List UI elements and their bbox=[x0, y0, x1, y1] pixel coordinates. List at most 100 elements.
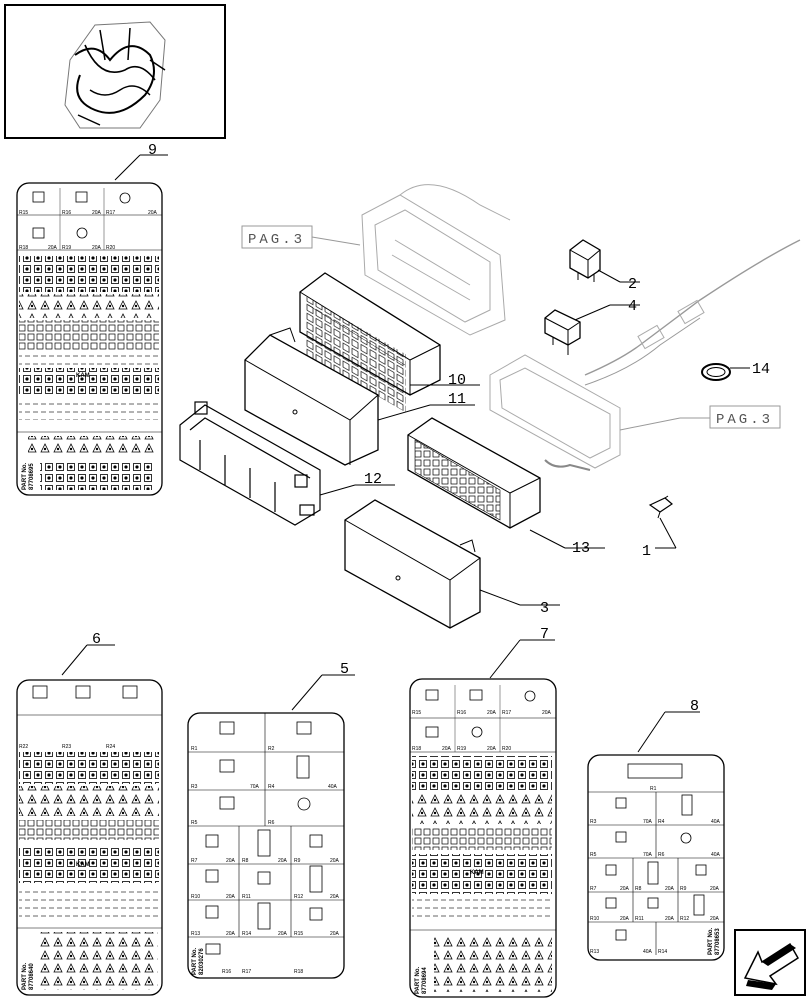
decal8-r10: R10 bbox=[590, 916, 599, 922]
decal5-r8-amp: 20A bbox=[278, 858, 288, 864]
decal8-r12: R12 bbox=[680, 916, 689, 922]
decal9-r20: R20 bbox=[106, 245, 115, 251]
decal8-r5: R5 bbox=[590, 852, 597, 858]
relay-2 bbox=[569, 239, 601, 282]
callout-14-label: 14 bbox=[752, 361, 770, 378]
decal5-r7: R7 bbox=[191, 858, 198, 864]
callout-1-label: 1 bbox=[642, 543, 651, 560]
decal9-part-label: PART No. bbox=[22, 462, 28, 490]
decal5-r3-amp: 70A bbox=[250, 784, 260, 790]
callout-4-label: 4 bbox=[628, 298, 637, 315]
decal5-part-label: PART No. bbox=[192, 947, 198, 975]
callout-14: 14 bbox=[730, 361, 770, 378]
decal7-r18: R18 bbox=[412, 746, 421, 752]
decal7-r15: R15 bbox=[412, 710, 421, 716]
callout-3-label: 3 bbox=[540, 600, 549, 617]
bracket-frame-12 bbox=[179, 401, 321, 526]
decal8-r3-amp: 70A bbox=[643, 819, 653, 825]
decal8-r6-amp: 40A bbox=[711, 852, 721, 858]
callout-6-label: 6 bbox=[92, 631, 101, 648]
decal7-a2: 20A bbox=[542, 710, 552, 716]
fuse-cover-3 bbox=[344, 499, 481, 629]
decal5-r10-amp: 20A bbox=[226, 894, 236, 900]
decal7-a4: 20A bbox=[487, 746, 497, 752]
decal9-a2: 20A bbox=[148, 210, 158, 216]
decal5-r9: R9 bbox=[294, 858, 301, 864]
decal7-a1: 20A bbox=[487, 710, 497, 716]
callout-9-label: 9 bbox=[148, 142, 157, 159]
decal8-r5-amp: 70A bbox=[643, 852, 653, 858]
decal8-r11: R11 bbox=[635, 916, 644, 922]
callout-11: 11 bbox=[377, 391, 475, 421]
decal5-r6: R6 bbox=[268, 820, 275, 826]
decal9-r16: R16 bbox=[62, 210, 71, 216]
decal8-r8: R8 bbox=[635, 886, 642, 892]
reference-housing-right bbox=[489, 239, 801, 471]
decal6-kam: KAM bbox=[76, 862, 90, 868]
fuse-decal-5: R1 R2 R3 70A R4 40A R5 R6 R7 20A R8 20A … bbox=[187, 712, 345, 979]
callout-8-label: 8 bbox=[690, 698, 699, 715]
decal5-r11: R11 bbox=[242, 894, 251, 900]
reference-housing-top bbox=[361, 184, 511, 336]
decal8-r13: R13 bbox=[590, 949, 599, 955]
decal5-r15-amp: 20A bbox=[330, 931, 340, 937]
decal8-r13-amp: 40A bbox=[643, 949, 653, 955]
decal5-r18: R18 bbox=[294, 969, 303, 975]
decal9-r17: R17 bbox=[106, 210, 115, 216]
decal5-r13-amp: 20A bbox=[226, 931, 236, 937]
decal7-r20: R20 bbox=[502, 746, 511, 752]
callout-4: 4 bbox=[574, 298, 640, 321]
decal9-r18: R18 bbox=[19, 245, 28, 251]
decal5-r8: R8 bbox=[242, 858, 249, 864]
decal7-r19: R19 bbox=[457, 746, 466, 752]
callout-12: 12 bbox=[319, 471, 395, 496]
callout-2-label: 2 bbox=[628, 276, 637, 293]
decal5-r3: R3 bbox=[191, 784, 198, 790]
page-ref-right-label: PAG.3 bbox=[716, 412, 773, 428]
previous-page-arrow-icon[interactable] bbox=[734, 929, 806, 996]
decal8-r3: R3 bbox=[590, 819, 597, 825]
callout-3: 3 bbox=[479, 589, 560, 617]
callout-9: 9 bbox=[114, 142, 168, 181]
callout-13-label: 13 bbox=[572, 540, 590, 557]
decal5-r10: R10 bbox=[191, 894, 200, 900]
callout-10-label: 10 bbox=[448, 372, 466, 389]
decal5-r4: R4 bbox=[268, 784, 275, 790]
decal5-r5: R5 bbox=[191, 820, 198, 826]
callout-5-label: 5 bbox=[340, 661, 349, 678]
decal6-part-label: PART No. bbox=[22, 962, 28, 990]
decal7-r17: R17 bbox=[502, 710, 511, 716]
decal8-r7: R7 bbox=[590, 886, 597, 892]
decal8-r12-amp: 20A bbox=[710, 916, 720, 922]
wiring-harness-thumbnail bbox=[4, 4, 226, 139]
decal7-part-no: 87708694 bbox=[422, 967, 428, 994]
decal5-r16: R16 bbox=[222, 969, 231, 975]
callout-2: 2 bbox=[597, 269, 640, 293]
decal9-part-no: 87708695 bbox=[29, 463, 35, 490]
fuse-decal-9: R15 R16 20A R17 20A R18 20A R19 20A R20 … bbox=[16, 182, 163, 496]
decal8-r8-amp: 20A bbox=[665, 886, 675, 892]
callout-7-label: 7 bbox=[540, 626, 549, 643]
decal5-r4-amp: 40A bbox=[328, 784, 338, 790]
decal8-part-no: 87708653 bbox=[715, 928, 721, 955]
decal5-r1: R1 bbox=[191, 746, 198, 752]
decal5-r15: R15 bbox=[294, 931, 303, 937]
decal5-r12: R12 bbox=[294, 894, 303, 900]
decal7-kam: KAM bbox=[470, 870, 484, 876]
page-ref-right: PAG.3 bbox=[619, 405, 781, 431]
callout-8: 8 bbox=[637, 698, 700, 753]
decal9-a3: 20A bbox=[48, 245, 58, 251]
decal8-r11-amp: 20A bbox=[665, 916, 675, 922]
decal7-r16: R16 bbox=[457, 710, 466, 716]
decal8-r4: R4 bbox=[658, 819, 665, 825]
fuse-4 bbox=[544, 309, 581, 355]
decal9-a4: 20A bbox=[92, 245, 102, 251]
decal5-r7-amp: 20A bbox=[226, 858, 236, 864]
decal5-r13: R13 bbox=[191, 931, 200, 937]
decal8-part-label: PART No. bbox=[708, 927, 714, 955]
decal5-r14: R14 bbox=[242, 931, 251, 937]
decal6-part-no: 87708640 bbox=[29, 963, 35, 990]
fuse-decal-8: R1 R3 70A R4 40A R5 70A R6 40A R7 20A R8… bbox=[587, 754, 725, 961]
callout-11-label: 11 bbox=[448, 391, 466, 408]
